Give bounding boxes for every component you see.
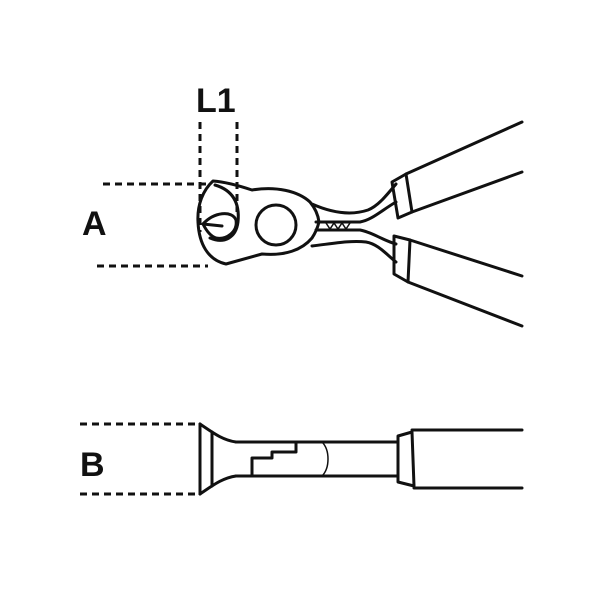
- lower-arm-outer: [310, 240, 398, 264]
- dimension-label-l1: L1: [196, 82, 236, 120]
- cutting-edge-curve: [208, 183, 240, 242]
- side-head-flare: [198, 422, 238, 496]
- side-handle-collar: [396, 430, 416, 488]
- side-pivot-arc: [321, 441, 329, 477]
- side-joint-step: [250, 440, 298, 478]
- b-dimension-lines: [80, 422, 196, 496]
- upper-handle-collar: [390, 172, 414, 220]
- return-spring: [325, 221, 351, 231]
- pivot-bolt: [254, 203, 298, 247]
- upper-arm-inner: [314, 200, 398, 224]
- pliers-side-view: [198, 422, 524, 496]
- cutting-opening: [201, 212, 238, 240]
- cutting-opening-tip: [201, 222, 224, 228]
- upper-handle-bottom-edge: [410, 170, 524, 214]
- upper-arm-outer: [310, 182, 398, 215]
- dimension-label-a: A: [82, 205, 107, 243]
- pliers-top-view: [196, 120, 524, 328]
- lower-arm-inner: [314, 228, 398, 246]
- a-dimension-lines: [97, 182, 208, 268]
- dimension-label-b: B: [80, 446, 105, 484]
- upper-handle-top-edge: [404, 120, 524, 176]
- l1-dimension-lines: [198, 122, 239, 232]
- lower-handle-top-edge: [408, 238, 524, 278]
- pliers-head-outline: [196, 179, 321, 266]
- lower-handle-bottom-edge: [406, 280, 524, 328]
